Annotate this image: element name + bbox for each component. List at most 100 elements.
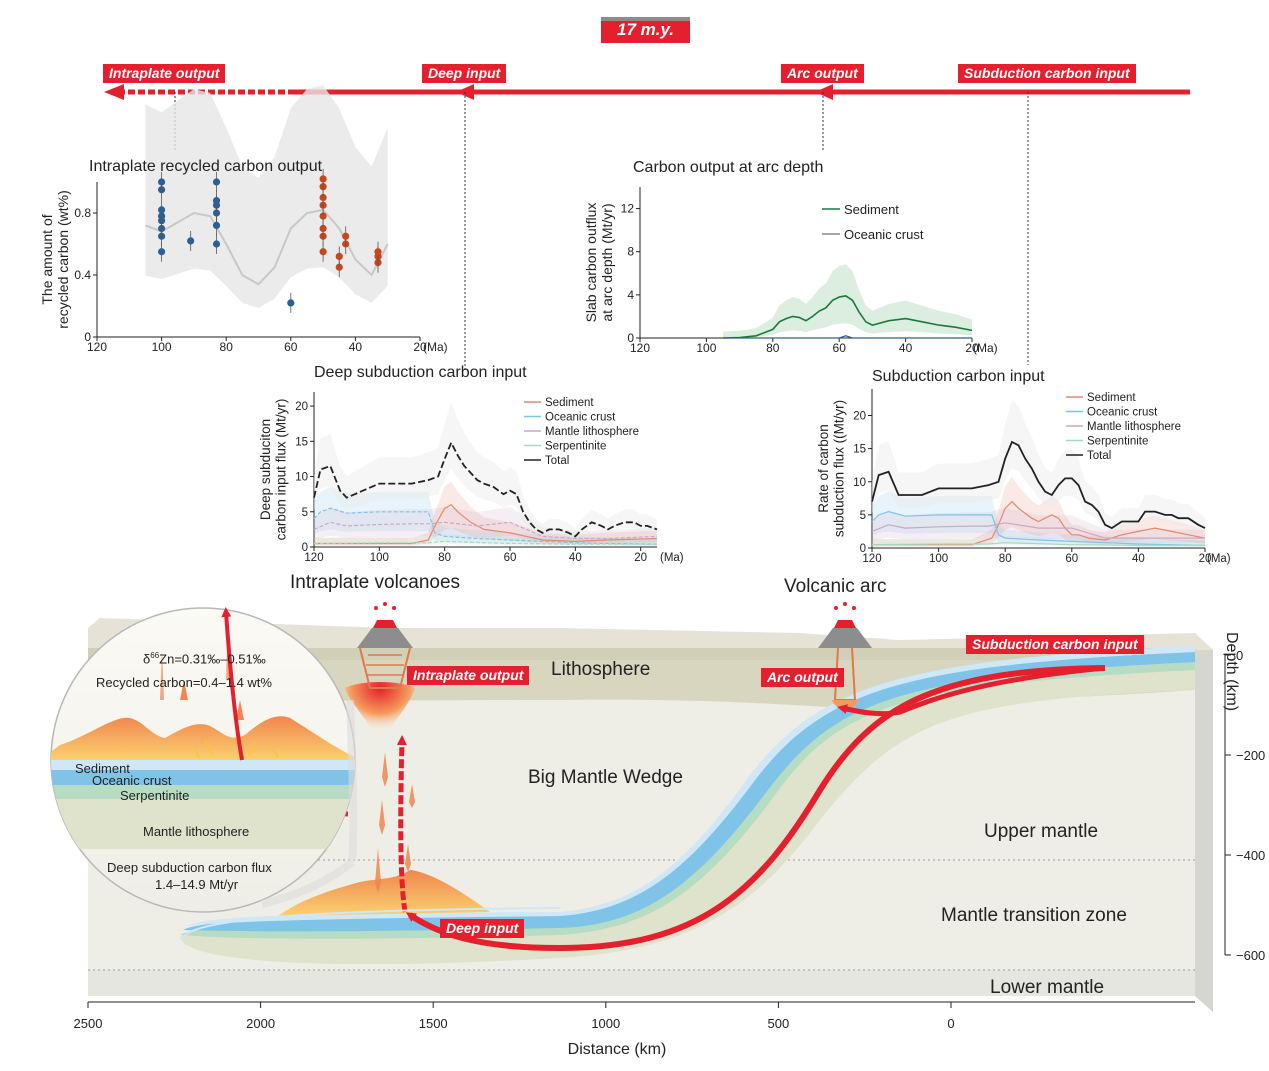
tag-arc-output: Arc output bbox=[781, 64, 864, 83]
y-tick-label: 12 bbox=[621, 202, 635, 216]
zn-range: Zn=0.31‰–0.51‰ bbox=[159, 651, 266, 667]
orange-data-point bbox=[342, 232, 350, 240]
y-tick-label: 0 bbox=[627, 331, 634, 345]
x-tick-label: 100 bbox=[696, 341, 716, 355]
band-4 bbox=[314, 402, 657, 540]
x-tick-label: 40 bbox=[899, 341, 913, 355]
circle-oceanic-label: Oceanic crust bbox=[92, 773, 172, 788]
zn-sup: 66 bbox=[150, 651, 160, 660]
molten-melt-lower bbox=[278, 870, 490, 916]
y-tick-label: 0 bbox=[84, 330, 91, 344]
x-tick-label: 100 bbox=[152, 340, 172, 354]
blue-data-point bbox=[212, 221, 221, 229]
y-tick-label: 15 bbox=[295, 436, 308, 448]
y-tick-label: 10 bbox=[853, 477, 866, 489]
orange-data-point bbox=[319, 212, 327, 220]
x-tick-label: 60 bbox=[284, 340, 298, 354]
legend-label: Mantle lithosphere bbox=[1087, 421, 1181, 433]
duration-label: 17 m.y. bbox=[616, 20, 675, 39]
orange-data-point bbox=[319, 175, 327, 183]
y-axis-title-line: The amount of bbox=[39, 214, 55, 304]
volcanic-arc-label: Volcanic arc bbox=[784, 576, 887, 597]
blue-data-point bbox=[287, 299, 295, 307]
block-right-face bbox=[1195, 633, 1213, 1012]
y-axis-title: The amount ofrecycled carbon (wt%) bbox=[39, 190, 71, 329]
y-axis-title-line: Rate of carbon bbox=[816, 424, 831, 513]
depth-axis: 0−200−400−600 Depth (km) bbox=[1223, 632, 1265, 963]
y-axis-title-line: carbon input flux (Mt/yr) bbox=[274, 399, 289, 541]
legend-label: Serpentinite bbox=[1087, 436, 1148, 448]
series-line-4 bbox=[871, 440, 1206, 530]
lithosphere-label: Lithosphere bbox=[551, 659, 651, 680]
arc-flow-arrow bbox=[837, 665, 1106, 717]
distance-tick-label: 0 bbox=[947, 1016, 954, 1031]
duration-bar bbox=[601, 17, 690, 21]
x-tick-label: 100 bbox=[929, 553, 948, 565]
section-tag-intraplate: Intraplate output bbox=[407, 666, 530, 685]
distance-tick-label: 2000 bbox=[246, 1016, 275, 1031]
duration-box bbox=[601, 17, 690, 43]
x-tick-label: 60 bbox=[1065, 553, 1078, 565]
tag-intraplate-output: Intraplate output bbox=[103, 64, 226, 83]
y-axis-title-line: Deep subduciton bbox=[258, 419, 273, 520]
depth-tick-label: −200 bbox=[1236, 748, 1265, 763]
depth-axis-title: Depth (km) bbox=[1223, 632, 1240, 711]
orange-data-point bbox=[319, 224, 327, 233]
y-axis-title-line: subduction flux ((Mt/yr) bbox=[832, 400, 847, 537]
legend-label: Serpentinite bbox=[545, 441, 606, 453]
y-axis-title: Deep subducitoncarbon input flux (Mt/yr) bbox=[258, 399, 289, 541]
recycled-carbon-label: Recycled carbon=0.4–1.4 wt% bbox=[96, 675, 272, 690]
y-tick-label: 0 bbox=[302, 542, 308, 554]
circle-red-arrow bbox=[221, 607, 244, 761]
x-tick-label: 40 bbox=[349, 340, 363, 354]
series-line-2 bbox=[313, 521, 658, 540]
lower-mantle-label: Lower mantle bbox=[990, 977, 1105, 998]
distance-tick-label: 2500 bbox=[74, 1016, 103, 1031]
intraplate-volcano bbox=[357, 602, 413, 689]
chart-c-title: Deep subduction carbon input bbox=[314, 364, 527, 381]
y-tick-label: 20 bbox=[295, 401, 308, 413]
x-tick-label: 60 bbox=[504, 552, 517, 564]
legend-label: Mantle lithosphere bbox=[545, 426, 639, 438]
trend-band bbox=[145, 85, 388, 308]
timeline-arrowhead bbox=[104, 84, 124, 100]
blue-data-point bbox=[212, 178, 221, 186]
x-tick-label: 80 bbox=[766, 341, 780, 355]
x-tick-label: 40 bbox=[569, 552, 582, 564]
y-tick-label: 5 bbox=[860, 510, 866, 522]
upper-mantle-label: Upper mantle bbox=[984, 821, 1099, 842]
legend-label: Sediment bbox=[545, 397, 594, 409]
orange-data-point bbox=[319, 248, 327, 256]
x-tick-label: 20 bbox=[413, 340, 427, 354]
series-line-0 bbox=[872, 500, 1206, 546]
sediment-line bbox=[722, 295, 973, 339]
band-1 bbox=[314, 486, 657, 546]
intraplate-plume bbox=[345, 682, 415, 743]
x-tick-label: 120 bbox=[304, 552, 323, 564]
oceanic-crust-line bbox=[723, 335, 972, 339]
x-tick-label: 120 bbox=[87, 340, 107, 354]
y-tick-label: 0.8 bbox=[74, 206, 91, 220]
x-tick-label: 100 bbox=[370, 552, 389, 564]
series-line-1 bbox=[871, 510, 1206, 546]
orange-data-point bbox=[374, 248, 382, 256]
x-tick-label: 40 bbox=[1132, 553, 1145, 565]
x-tick-label: 80 bbox=[999, 553, 1012, 565]
chart-b-title: Carbon output at arc depth bbox=[633, 159, 824, 176]
depth-tick-label: 0 bbox=[1236, 648, 1243, 663]
transition-zone-label: Mantle transition zone bbox=[941, 905, 1127, 926]
series-line-3 bbox=[313, 540, 657, 545]
intraplate-volcanoes-label: Intraplate volcanoes bbox=[290, 572, 461, 593]
blue-data-point bbox=[158, 206, 166, 214]
y-axis-title: Rate of carbonsubduction flux ((Mt/yr) bbox=[816, 400, 847, 537]
chart-a-title: Intraplate recycled carbon output bbox=[89, 158, 323, 175]
blue-data-point bbox=[212, 197, 221, 205]
slab-oceanic-crust bbox=[183, 652, 1195, 932]
legend-oceanic-crust: Oceanic crust bbox=[844, 227, 924, 242]
y-tick-label: 20 bbox=[853, 411, 866, 423]
magnifier-circle bbox=[50, 607, 356, 913]
block-bottom-band bbox=[88, 970, 1195, 996]
legend-label: Sediment bbox=[1087, 392, 1136, 404]
series-line-0 bbox=[314, 503, 658, 545]
